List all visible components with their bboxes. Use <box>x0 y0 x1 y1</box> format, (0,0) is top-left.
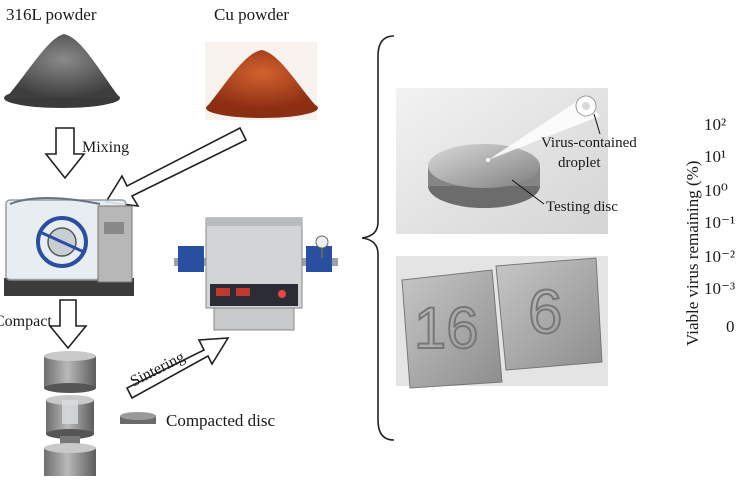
steel-powder-pile <box>4 34 120 108</box>
mixing-label: Mixing <box>82 139 130 156</box>
compact-down-arrow <box>48 299 88 350</box>
stamp-number-right: 6 <box>527 278 564 347</box>
steel-powder-label: 316L powder <box>6 5 97 24</box>
sintering-arrow <box>125 337 230 400</box>
side-axis-title: Viable virus remaining (%) <box>683 160 702 346</box>
testing-disc-label: Testing disc <box>546 199 618 215</box>
stamp-number-left: 16 <box>413 296 480 361</box>
mixer-machine <box>4 197 134 296</box>
side-axis-tick: 10⁻³ <box>704 279 736 298</box>
stamped-plates-photo <box>396 256 608 389</box>
side-axis-tick: 0 <box>726 317 735 336</box>
side-axis-tick: 10⁻² <box>704 247 736 266</box>
mixing-down-arrow <box>44 127 86 180</box>
compacted-disc-label: Compacted disc <box>166 411 276 430</box>
testing-disc-photo <box>396 88 608 234</box>
compaction-die-set <box>44 351 96 476</box>
side-axis-tick: 10⁰ <box>704 181 728 200</box>
compacted-disc <box>120 412 156 424</box>
grouping-brace <box>361 35 395 441</box>
compact-label: Compact <box>0 313 52 330</box>
copper-powder-pile <box>205 42 318 120</box>
droplet-label-line2: droplet <box>558 155 601 171</box>
droplet-label-line1: Virus-contained <box>541 135 637 151</box>
side-axis-tick: 10² <box>704 115 727 134</box>
tube-furnace <box>174 217 338 331</box>
side-axis-tick: 10¹ <box>704 147 727 166</box>
copper-powder-label: Cu powder <box>214 5 290 24</box>
side-axis-tick: 10⁻¹ <box>704 213 736 232</box>
